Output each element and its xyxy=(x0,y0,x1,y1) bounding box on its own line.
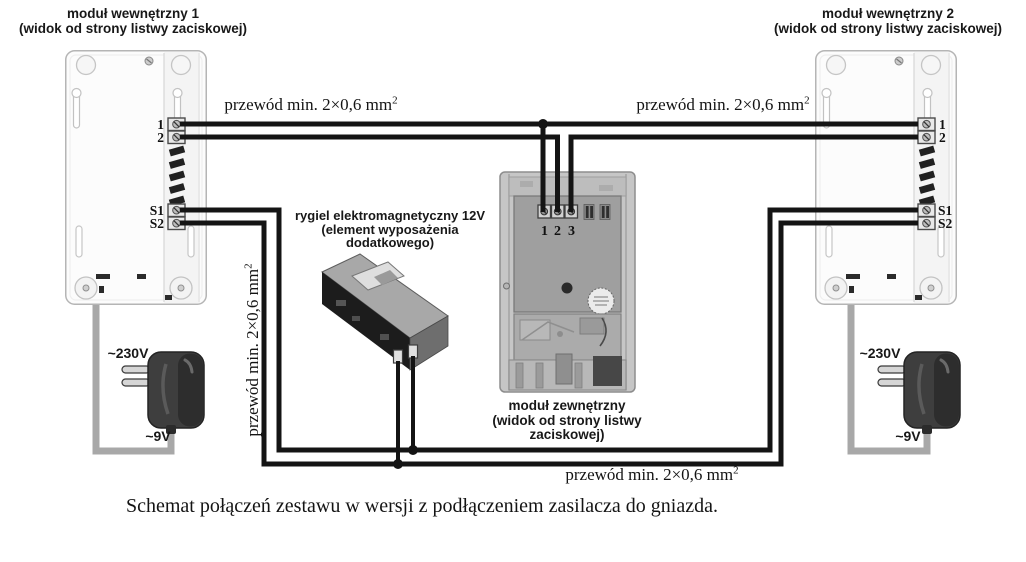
wire-label-text: przewód min. 2×0,6 mm xyxy=(243,268,262,437)
outer-module-title-line: moduł zewnętrzny xyxy=(508,398,626,413)
psu-left-output-label: ~9V xyxy=(145,428,171,444)
junction-dot-s2 xyxy=(393,459,403,469)
inner1-terminal-2-label: 2 xyxy=(157,130,164,145)
wire-label-text: przewód min. 2×0,6 mm xyxy=(565,465,734,484)
junction-dot-top xyxy=(538,119,548,129)
wire-label-sup: 2 xyxy=(392,94,398,107)
inner1-terminal-s1-label: S1 xyxy=(149,203,164,218)
inner2-terminal-2-label: 2 xyxy=(939,130,946,145)
wire-label-sup: 2 xyxy=(804,94,810,107)
psu-left-input-label: ~230V xyxy=(107,345,149,361)
inner2-terminal-1-label: 1 xyxy=(939,117,946,132)
inner-module-1-subtitle: (widok od strony listwy zaciskowej) xyxy=(18,20,248,36)
door-strike-label-line3: dodatkowego) xyxy=(345,235,435,250)
psu-right-cable xyxy=(847,295,931,455)
outer-terminal-1-label: 1 xyxy=(541,224,548,239)
wire-label-bottom: przewód min. 2×0,6 mm2 xyxy=(563,465,741,484)
door-strike-label-line1: rygiel elektromagnetyczny 12V xyxy=(294,208,486,223)
wire-label-sup: 2 xyxy=(242,263,255,269)
diagram-caption: Schemat połączeń zestawu w wersji z podł… xyxy=(126,495,718,517)
wire-label-sup: 2 xyxy=(733,464,739,477)
wire-s1-loop xyxy=(180,207,918,453)
inner1-terminal-1-label: 1 xyxy=(157,117,164,132)
inner-module-2-graphic xyxy=(815,50,957,305)
inner1-terminal-s2-label: S2 xyxy=(149,216,164,231)
inner-module-2-title-line: moduł wewnętrzny 2 xyxy=(821,6,955,21)
wire-line2-left xyxy=(180,134,560,212)
outer-module-title: moduł zewnętrzny (widok od strony listwy… xyxy=(462,398,672,443)
door-strike-graphic xyxy=(321,253,449,371)
outer-module-subtitle: (widok od strony listwy zaciskowej) xyxy=(492,412,642,442)
outer-terminal-3-label: 3 xyxy=(568,224,575,239)
wire-label-top-right: przewód min. 2×0,6 mm2 xyxy=(634,95,812,114)
psu-right-input-label: ~230V xyxy=(859,345,901,361)
inner-module-1-graphic xyxy=(65,50,207,305)
inner2-terminal-s1-label: S1 xyxy=(938,203,953,218)
inner-module-1-title: moduł wewnętrzny 1 (widok od strony list… xyxy=(10,6,256,36)
wire-label-text: przewód min. 2×0,6 mm xyxy=(636,95,805,114)
inner2-terminal-s2-label: S2 xyxy=(938,216,953,231)
inner-module-1-title-line: moduł wewnętrzny 1 xyxy=(66,6,200,21)
psu-right-output-label: ~9V xyxy=(895,428,921,444)
outer-terminal-2-label: 2 xyxy=(554,224,561,239)
psu-right-graphic xyxy=(876,350,962,436)
wire-label-top-left: przewód min. 2×0,6 mm2 xyxy=(222,95,400,114)
outer-module-graphic xyxy=(499,171,636,393)
psu-left-graphic xyxy=(120,350,206,436)
wire-label-vertical: przewód min. 2×0,6 mm2 xyxy=(242,261,265,439)
door-strike-label-line2: (element wyposażenia xyxy=(321,221,459,237)
psu-left-cable xyxy=(92,295,175,455)
inner-module-2-title: moduł wewnętrzny 2 (widok od strony list… xyxy=(765,6,1011,36)
junction-dot-s1 xyxy=(408,445,418,455)
inner-module-2-subtitle: (widok od strony listwy zaciskowej) xyxy=(773,20,1003,36)
door-strike-label: rygiel elektromagnetyczny 12V (element w… xyxy=(288,209,492,250)
wire-label-text: przewód min. 2×0,6 mm xyxy=(224,95,393,114)
wire-s2-loop xyxy=(180,220,918,467)
wire-line2-right xyxy=(568,134,918,212)
